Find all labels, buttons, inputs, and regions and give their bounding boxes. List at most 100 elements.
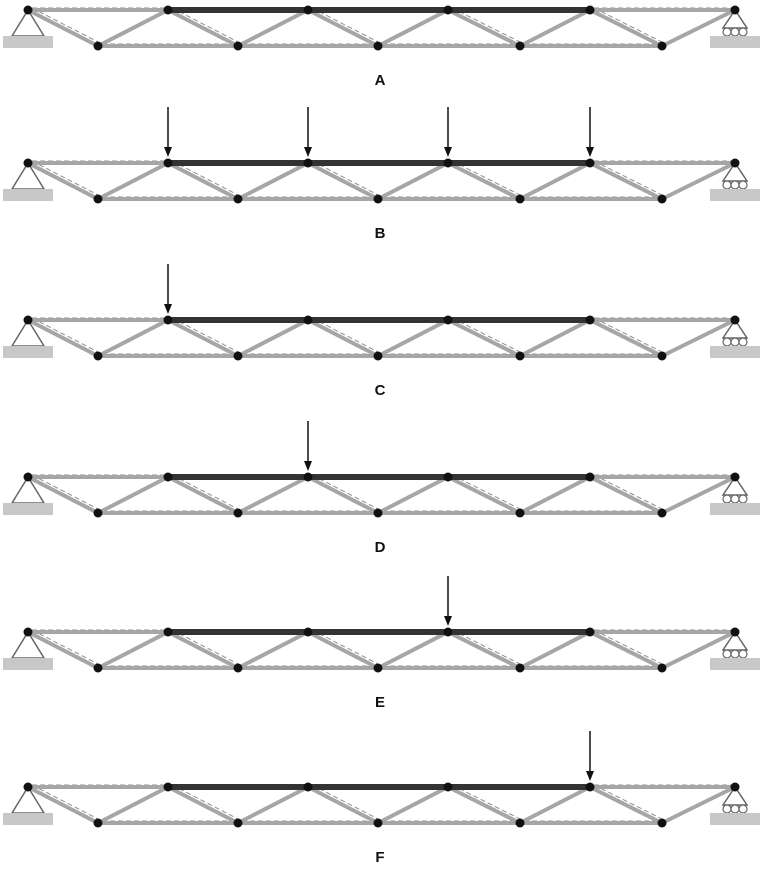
truss-node [515, 508, 525, 518]
undeformed-member [451, 474, 525, 512]
diagonal-member [306, 630, 380, 670]
truss-node [585, 5, 595, 15]
truss-node [23, 315, 33, 325]
roller-support-icon [710, 630, 760, 670]
truss-node [23, 627, 33, 637]
ground-block [3, 503, 53, 515]
diagonal-member [306, 161, 380, 201]
truss-node [657, 508, 667, 518]
truss-panel-e: E [3, 576, 760, 711]
ground-block [710, 36, 760, 48]
truss-node [163, 5, 173, 15]
truss-nodes [23, 472, 740, 518]
diagonal-member [96, 8, 170, 48]
diagonal-member [376, 161, 450, 201]
undeformed-member [31, 474, 103, 512]
diagonal-member [588, 785, 664, 825]
diagonal-member [166, 318, 240, 358]
diagonal-member [96, 161, 170, 201]
truss-node [303, 5, 313, 15]
ground-block [710, 813, 760, 825]
truss-node [303, 627, 313, 637]
diagonal-member [306, 8, 380, 48]
truss-node [657, 818, 667, 828]
ground-block [3, 36, 53, 48]
diagonal-member [166, 785, 240, 825]
panel-label: B [375, 225, 386, 242]
truss-node [657, 351, 667, 361]
diagonal-member [376, 630, 450, 670]
ground-block [710, 658, 760, 670]
truss-node [443, 158, 453, 168]
truss-node [585, 472, 595, 482]
truss-nodes [23, 158, 740, 204]
undeformed-member [171, 629, 243, 667]
diagonal-member [96, 785, 170, 825]
diagonal-member [166, 630, 240, 670]
down-arrow-icon [304, 107, 312, 157]
truss-node [585, 315, 595, 325]
panel-label: F [375, 849, 384, 866]
truss-node [163, 782, 173, 792]
truss-nodes [23, 5, 740, 51]
down-arrow-icon [586, 107, 594, 157]
diagonal-member [588, 475, 664, 515]
truss-node [233, 508, 243, 518]
truss-node [730, 5, 740, 15]
diagonal-member [26, 785, 100, 825]
truss-node [233, 351, 243, 361]
truss-node [515, 663, 525, 673]
truss-node [303, 315, 313, 325]
truss-node [233, 663, 243, 673]
undeformed-member [31, 317, 103, 355]
diagonal-member [26, 8, 100, 48]
truss-node [23, 782, 33, 792]
truss-node [163, 315, 173, 325]
truss-node [730, 472, 740, 482]
truss-nodes [23, 315, 740, 361]
diagonal-member [166, 161, 240, 201]
undeformed-member [171, 317, 243, 355]
truss-node [515, 194, 525, 204]
truss-node [585, 627, 595, 637]
diagonal-member [660, 161, 737, 201]
diagonal-member [446, 475, 522, 515]
pin-support-icon [3, 318, 53, 358]
down-arrow-icon [304, 421, 312, 471]
pin-support-icon [3, 630, 53, 670]
truss-node [373, 508, 383, 518]
undeformed-member [593, 7, 667, 45]
panel-label: E [375, 694, 385, 711]
truss-node [730, 315, 740, 325]
down-arrow-icon [164, 264, 172, 314]
diagonal-member [96, 318, 170, 358]
roller-support-icon [710, 161, 760, 201]
truss-node [657, 663, 667, 673]
truss-node [443, 472, 453, 482]
ground-block [710, 346, 760, 358]
truss-node [585, 158, 595, 168]
diagonal-member [518, 630, 592, 670]
diagonal-member [446, 785, 522, 825]
diagonal-member [236, 785, 310, 825]
roller-support-icon [710, 318, 760, 358]
truss-node [443, 5, 453, 15]
undeformed-member [31, 784, 103, 822]
truss-node [730, 782, 740, 792]
diagonal-member [96, 630, 170, 670]
diagonal-member [236, 161, 310, 201]
truss-node [93, 194, 103, 204]
panel-label: D [375, 539, 386, 556]
pin-support-icon [3, 8, 53, 48]
diagonal-member [518, 161, 592, 201]
diagonal-member [660, 785, 737, 825]
diagonal-member [376, 8, 450, 48]
truss-node [23, 158, 33, 168]
truss-node [515, 41, 525, 51]
diagonal-member [518, 475, 592, 515]
truss-node [443, 782, 453, 792]
truss-panel-c: C [3, 264, 760, 399]
truss-node [93, 41, 103, 51]
down-arrow-icon [444, 576, 452, 626]
diagonal-member [446, 630, 522, 670]
